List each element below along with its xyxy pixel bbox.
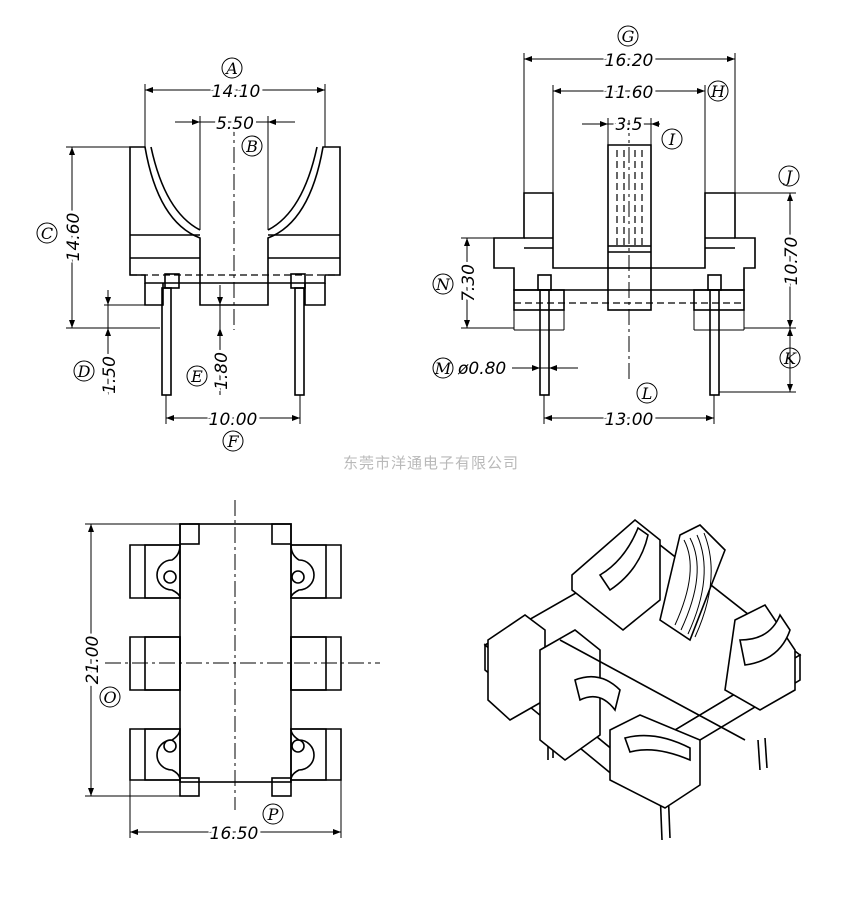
svg-text:E: E <box>190 367 203 386</box>
callout-h: H <box>707 80 729 102</box>
dim-a-value: 14.10 <box>212 82 261 102</box>
callout-o: O <box>99 686 121 708</box>
dim-m-value: ø0.80 <box>457 359 506 379</box>
svg-text:L: L <box>641 384 653 403</box>
dim-e-value: 1.80 <box>212 352 232 390</box>
svg-text:C: C <box>41 224 53 243</box>
svg-text:D: D <box>77 362 91 381</box>
callout-g: G <box>617 25 639 47</box>
isometric-view <box>483 518 802 841</box>
dim-g-value: 16.20 <box>605 51 654 71</box>
dim-c-value: 14.60 <box>64 213 84 262</box>
callout-d: D <box>73 360 95 382</box>
svg-text:J: J <box>783 167 794 186</box>
side-view <box>461 53 796 424</box>
dim-b-value: 5.50 <box>216 114 254 134</box>
callout-j: J <box>778 165 800 187</box>
svg-text:F: F <box>226 432 239 451</box>
callout-a: A <box>221 57 243 79</box>
callout-n: N <box>432 273 454 295</box>
callout-e: E <box>186 365 208 387</box>
svg-text:K: K <box>783 349 797 368</box>
callout-b: B <box>241 135 263 157</box>
dim-f-value: 10.00 <box>209 410 258 430</box>
svg-text:G: G <box>622 27 635 46</box>
dim-j-value: 10.70 <box>782 237 802 286</box>
callout-i: I <box>661 128 683 150</box>
dim-o-value: 21.00 <box>83 636 103 685</box>
dim-n-value: 7.30 <box>459 264 479 302</box>
callout-c: C <box>36 222 58 244</box>
dim-l-value: 13.00 <box>605 410 654 430</box>
svg-text:B: B <box>245 137 258 156</box>
top-view <box>85 500 380 838</box>
front-view <box>66 84 341 424</box>
svg-text:I: I <box>668 130 676 149</box>
svg-text:N: N <box>435 275 451 294</box>
svg-text:P: P <box>267 805 279 824</box>
callout-p: P <box>262 803 284 825</box>
callout-m: M <box>432 357 454 379</box>
callout-k: K <box>779 347 801 369</box>
svg-text:A: A <box>224 59 238 78</box>
dim-i-value: 3.5 <box>615 115 642 135</box>
company-watermark: 东莞市洋通电子有限公司 <box>343 454 519 472</box>
svg-text:O: O <box>103 688 116 707</box>
dim-p-value: 16.50 <box>210 824 259 844</box>
dim-h-value: 11.60 <box>605 83 654 103</box>
dim-d-value: 1.50 <box>100 356 120 394</box>
svg-text:M: M <box>434 359 452 378</box>
svg-text:H: H <box>710 82 726 101</box>
callout-f: F <box>222 430 244 452</box>
callout-l: L <box>636 382 658 404</box>
